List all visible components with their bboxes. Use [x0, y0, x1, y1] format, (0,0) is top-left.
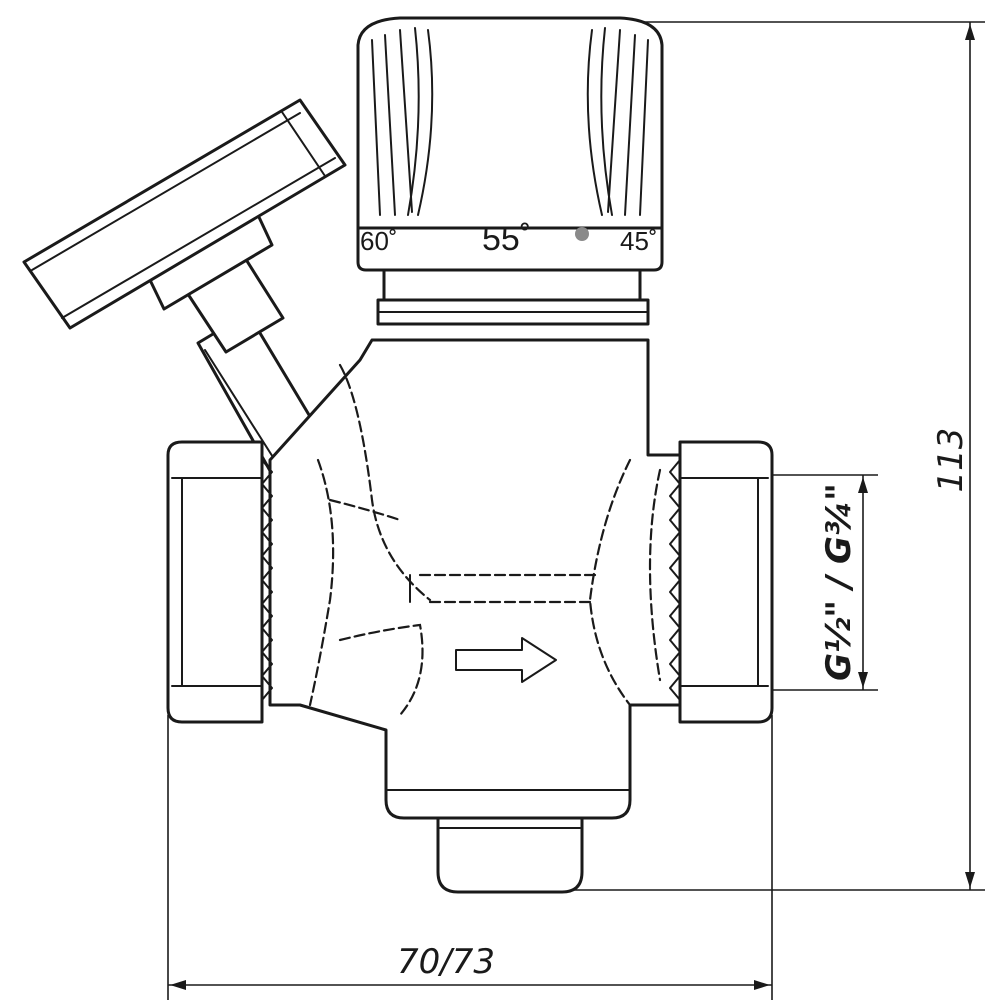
scale-label-left: 60˚	[360, 226, 398, 256]
temperature-knob	[356, 16, 664, 326]
height-dimension-label: 113	[931, 428, 971, 493]
valve-body	[166, 338, 774, 894]
flow-arrow-icon	[455, 637, 557, 683]
height-dimension	[570, 21, 985, 891]
side-handwheel	[22, 98, 347, 494]
indicator-dot	[575, 227, 589, 241]
width-dimension-label: 70/73	[397, 942, 495, 982]
scale-label-center: 55˚	[482, 220, 531, 258]
thread-dimension	[770, 474, 878, 691]
width-dimension	[167, 715, 773, 1000]
thread-dimension-label: G½" / G¾"	[819, 483, 859, 681]
scale-label-right: 45˚	[620, 226, 658, 256]
